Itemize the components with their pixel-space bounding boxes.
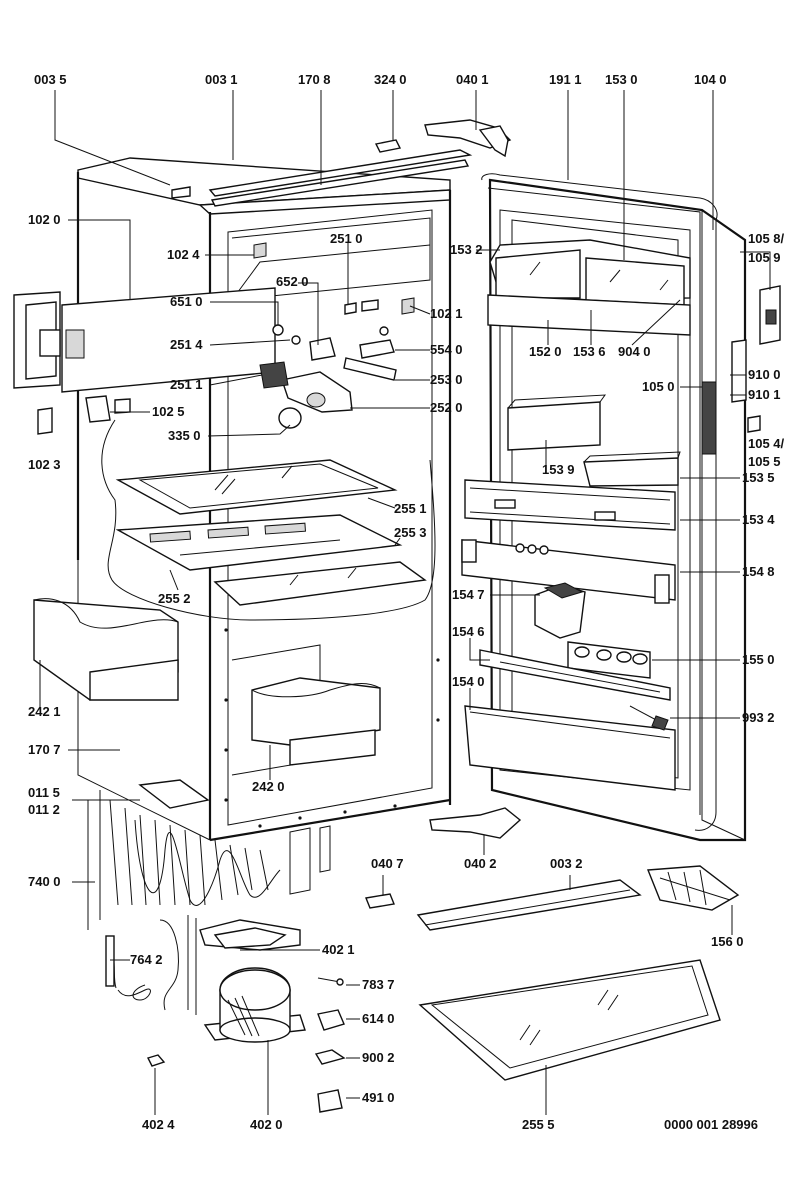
label-5540: 554 0 [430,342,463,357]
label-1520: 152 0 [529,344,562,359]
glass-shelves [115,459,427,606]
label-3350: 335 0 [168,428,201,443]
label-1059: 105 9 [748,250,781,265]
label-2514: 251 4 [170,337,203,352]
label-2555: 255 5 [522,1117,555,1132]
label-2551: 255 1 [394,501,427,516]
label-2510: 251 0 [330,231,363,246]
label-0402: 040 2 [464,856,497,871]
label-9002: 900 2 [362,1050,395,1065]
label-1560: 156 0 [711,934,744,949]
label-1024: 102 4 [167,247,200,262]
document-number: 0000 001 28996 [664,1117,758,1132]
label-2420: 242 0 [252,779,285,794]
label-2552: 255 2 [158,591,191,606]
label-1055: 105 5 [748,454,781,469]
crisper-bins [33,598,381,766]
label-1547: 154 7 [452,587,485,602]
door-hinge-parts [731,285,781,433]
part-number-labels: 003 5 003 1 170 8 324 0 040 1 191 1 153 … [28,72,785,1132]
mounting-plate [138,779,210,809]
label-4020: 402 0 [250,1117,283,1132]
label-7642: 764 2 [130,952,163,967]
label-1534: 153 4 [742,512,775,527]
label-1021: 102 1 [430,306,463,321]
plinth [365,879,642,931]
label-6140: 614 0 [362,1011,395,1026]
label-1911: 191 1 [549,72,582,87]
label-2520: 252 0 [430,400,463,415]
label-7400: 740 0 [28,874,61,889]
label-1707: 170 7 [28,742,61,757]
hinge-top [424,119,512,158]
condenser [87,790,331,1011]
label-1550: 155 0 [742,652,775,667]
label-2511: 251 1 [170,377,203,392]
label-0115: 011 5 [28,785,60,800]
label-6520: 652 0 [276,274,309,289]
label-9101: 910 1 [748,387,781,402]
label-0112: 011 2 [28,802,60,817]
label-4024: 402 4 [142,1117,175,1132]
label-1539: 153 9 [542,462,575,477]
label-0401: 040 1 [456,72,489,87]
label-1050: 105 0 [642,379,675,394]
label-2530: 253 0 [430,372,463,387]
label-1054: 105 4/ [748,436,785,451]
label-1058: 105 8/ [748,231,785,246]
label-9040: 904 0 [618,344,651,359]
front-trim-panel [13,287,276,393]
label-2421: 242 1 [28,704,61,719]
label-6510: 651 0 [170,294,203,309]
label-1023: 102 3 [28,457,61,472]
label-2553: 255 3 [394,525,427,540]
label-3240: 324 0 [374,72,407,87]
label-4910: 491 0 [362,1090,395,1105]
label-0031: 003 1 [205,72,238,87]
label-1025: 102 5 [152,404,185,419]
ice-cube-tray [646,865,740,911]
label-4021: 402 1 [322,942,355,957]
label-1708: 170 8 [298,72,331,87]
hinge-bottom [429,807,522,839]
label-1548: 154 8 [742,564,775,579]
label-1540: 154 0 [452,674,485,689]
label-7837: 783 7 [362,977,395,992]
compressor-assembly [147,915,346,1113]
label-9932: 993 2 [742,710,775,725]
label-1535: 153 5 [742,470,775,485]
top-trims [171,139,473,207]
label-1020: 102 0 [28,212,61,227]
label-1530: 153 0 [605,72,638,87]
label-1546: 154 6 [452,624,485,639]
label-1536: 153 6 [573,344,606,359]
label-0407: 040 7 [371,856,404,871]
label-9100: 910 0 [748,367,781,382]
bottom-glass-shelf [418,959,721,1081]
control-parts [37,242,415,435]
door-bins [461,394,681,791]
leader-lines [39,90,771,1115]
dairy-compartment [487,239,691,336]
label-0032: 003 2 [550,856,583,871]
label-1040: 104 0 [694,72,727,87]
label-1532: 153 2 [450,242,483,257]
label-0035: 003 5 [34,72,67,87]
section-outline [101,419,436,621]
